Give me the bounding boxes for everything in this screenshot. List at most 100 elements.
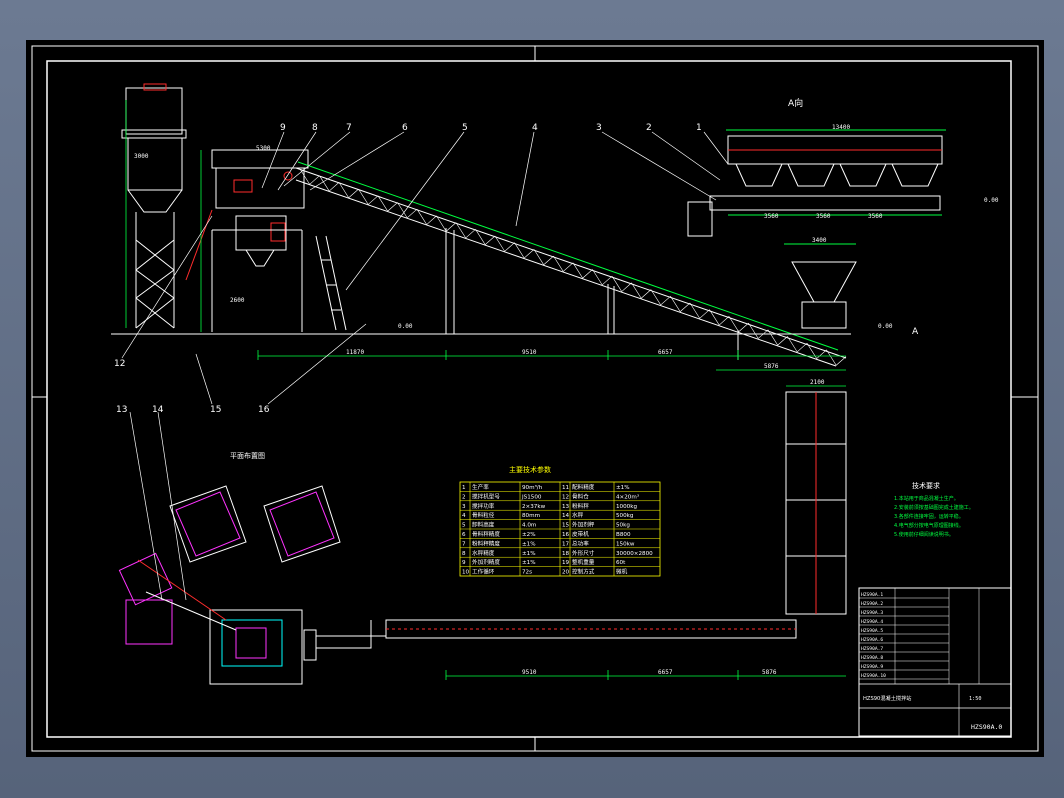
param-cell: 骨料秤精度 [472, 530, 500, 538]
note-line: 5.使用前仔细阅读说明书。 [894, 531, 954, 538]
plan-dims [445, 385, 846, 680]
plan-title: 平面布置图 [230, 451, 265, 460]
part-label-14: 14 [152, 405, 164, 415]
param-cell: 8 [462, 551, 466, 557]
plan-view [118, 385, 847, 685]
param-cell: 4 [462, 513, 466, 519]
dim-elev-0c: 0.00 [984, 197, 999, 204]
elevation-dims [125, 100, 846, 371]
param-cell: 10 [462, 570, 470, 576]
param-cell: 12 [562, 494, 569, 500]
param-cell: 7 [462, 541, 466, 547]
param-cell: 60t [616, 560, 626, 566]
dim-3560-a: 3560 [764, 213, 779, 220]
param-cell: 80mm [522, 513, 540, 519]
title-row-text: HZS90A.3 [861, 610, 883, 616]
param-cell: 5 [462, 523, 466, 529]
cad-drawing: 1 2 3 4 5 6 7 8 9 12 13 14 15 16 13400 3… [31, 45, 1039, 752]
param-cell: 20 [562, 570, 570, 576]
part-label-7: 7 [346, 123, 352, 133]
title-row-text: HZS90A.9 [861, 664, 883, 670]
param-cell: 粉料秤 [572, 502, 589, 510]
param-cell: 水秤精度 [472, 549, 495, 557]
part-label-6: 6 [402, 123, 408, 133]
param-cell: 配料精度 [572, 483, 595, 491]
param-cell: 9 [462, 560, 466, 566]
title-row-text: HZS90A.7 [861, 646, 883, 652]
param-cell: 18 [562, 551, 570, 557]
part-label-13: 13 [116, 405, 127, 415]
notes-title: 技术要求 [912, 481, 940, 490]
param-cell: 皮带机 [572, 530, 589, 538]
title-row-text: HZS90A.5 [861, 628, 883, 634]
param-cell: 11 [562, 485, 570, 491]
param-cell: 总功率 [572, 539, 589, 547]
plan-silo-outlines [169, 485, 341, 563]
cement-silo [121, 83, 187, 329]
plan-belt [316, 391, 847, 649]
dim-9510: 9510 [522, 349, 537, 356]
title-row-text: HZS90A.10 [861, 673, 886, 679]
part-label-15: 15 [210, 405, 221, 415]
table-title: 主要技术参数 [509, 465, 551, 474]
param-cell: 30000×2800 [616, 551, 653, 557]
param-cell: 外加剂精度 [472, 558, 500, 566]
part-label-2: 2 [646, 123, 652, 133]
part-label-16: 16 [258, 405, 270, 415]
param-cell: JS1500 [521, 494, 542, 500]
dim-5876: 5876 [764, 363, 779, 370]
plan-mixer [137, 559, 317, 685]
dim-13400: 13400 [832, 124, 850, 131]
dim-11870: 11870 [346, 349, 364, 356]
param-cell: ±1% [522, 560, 536, 566]
dim-3400: 3400 [812, 237, 827, 244]
title-block: HZS90A.1HZS90A.2HZS90A.3HZS90A.4HZS90A.5… [858, 587, 1012, 737]
note-line: 4.电气部分按电气原理图接线。 [894, 522, 964, 529]
param-cell: 150kw [616, 541, 635, 547]
part-label-5: 5 [462, 123, 468, 133]
param-cell: 500kg [616, 513, 634, 519]
param-cell: 90m³/h [522, 484, 543, 491]
param-cell: 1 [462, 485, 466, 491]
plan-silos [118, 491, 335, 645]
dim-elev-0a: 0.00 [398, 323, 413, 330]
dim-2100: 2100 [810, 379, 825, 386]
param-cell: 粉料秤精度 [472, 539, 500, 547]
param-cell: 2×37kw [522, 504, 546, 510]
param-cell: 搅拌机型号 [472, 492, 500, 500]
part-label-12: 12 [114, 359, 125, 369]
param-cell: 工作循环 [472, 568, 495, 576]
aggregate-batcher [687, 129, 946, 237]
inclined-belt-conveyor [295, 161, 847, 367]
note-line: 2.安装前须按基础图完成土建施工。 [894, 504, 974, 511]
dim-6657: 6657 [658, 349, 673, 356]
mixing-tower [185, 149, 347, 332]
inner-border [46, 60, 1012, 738]
title-row-text: HZS90A.4 [861, 619, 883, 625]
dim-3560-b: 3560 [816, 213, 831, 220]
param-cell: 4×20m³ [616, 493, 639, 500]
param-cell: ±2% [522, 532, 536, 538]
param-cell: 3 [462, 504, 466, 510]
param-cell: 骨料仓 [572, 492, 589, 500]
param-cell: 微机 [616, 568, 628, 576]
dim-2600: 2600 [230, 297, 245, 304]
note-line: 1.本站用于商品混凝土生产。 [894, 495, 959, 502]
param-cell: 生产率 [472, 483, 489, 491]
part-label-3: 3 [596, 123, 602, 133]
param-cell: ±1% [522, 541, 536, 547]
param-cell: 控制方式 [572, 568, 595, 576]
param-cell: B800 [616, 532, 631, 538]
drawing-sheet: 1 2 3 4 5 6 7 8 9 12 13 14 15 16 13400 3… [26, 40, 1044, 757]
param-cell: 50kg [616, 523, 630, 529]
param-cell: 1000kg [616, 504, 637, 510]
outer-border [31, 45, 1039, 752]
leaders [121, 131, 729, 601]
dimension-texts: 13400 3560 3560 3560 11870 9510 6657 587… [134, 124, 999, 676]
param-cell: 外形尺寸 [572, 549, 595, 557]
machine-name: HZS90混凝土搅拌站 [863, 694, 911, 702]
param-cell: 水秤 [572, 511, 584, 519]
part-numbers: 1 2 3 4 5 6 7 8 9 12 13 14 15 16 [114, 123, 702, 415]
param-cell: 6 [462, 532, 466, 538]
dim-3000: 3000 [134, 153, 149, 160]
